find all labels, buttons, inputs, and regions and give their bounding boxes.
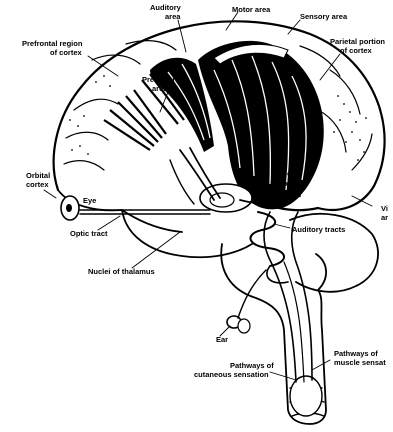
label-parietal-1: Parietal portion (330, 37, 385, 46)
label-optic-radiation-1: Optic (272, 169, 291, 178)
label-orbital-2: cortex (26, 180, 49, 189)
label-motor-area: Motor area (232, 5, 271, 14)
label-muscle-1: Pathways of (334, 349, 378, 358)
label-optic-radiation-2: radiation (270, 179, 302, 188)
label-auditory-area-1: Auditory (150, 3, 182, 12)
temporal-lobe (122, 210, 252, 257)
label-premotor-2: area (152, 84, 168, 93)
label-auditory-area-2: area (165, 12, 181, 21)
label-premotor-1: Premotor (142, 75, 175, 84)
label-prefrontal-1: Prefrontal region (22, 39, 83, 48)
label-ear: Ear (216, 335, 228, 344)
ear (227, 270, 266, 333)
label-cutaneous-1: Pathways of (230, 361, 274, 370)
label-visual-area-2: ar (381, 213, 388, 222)
label-parietal-2: of cortex (340, 46, 373, 55)
label-sensory-area: Sensory area (300, 12, 348, 21)
label-auditory-tracts: Auditory tracts (292, 225, 345, 234)
label-eye: Eye (83, 196, 96, 205)
label-nuclei-thalamus: Nuclei of thalamus (88, 267, 155, 276)
label-prefrontal-2: of cortex (50, 48, 83, 57)
label-cutaneous-2: cutaneous sensation (194, 370, 269, 379)
label-orbital-1: Orbital (26, 171, 50, 180)
label-optic-tract: Optic tract (70, 229, 108, 238)
label-visual-area-1: Vi (381, 204, 388, 213)
label-muscle-2: muscle sensat (334, 358, 386, 367)
